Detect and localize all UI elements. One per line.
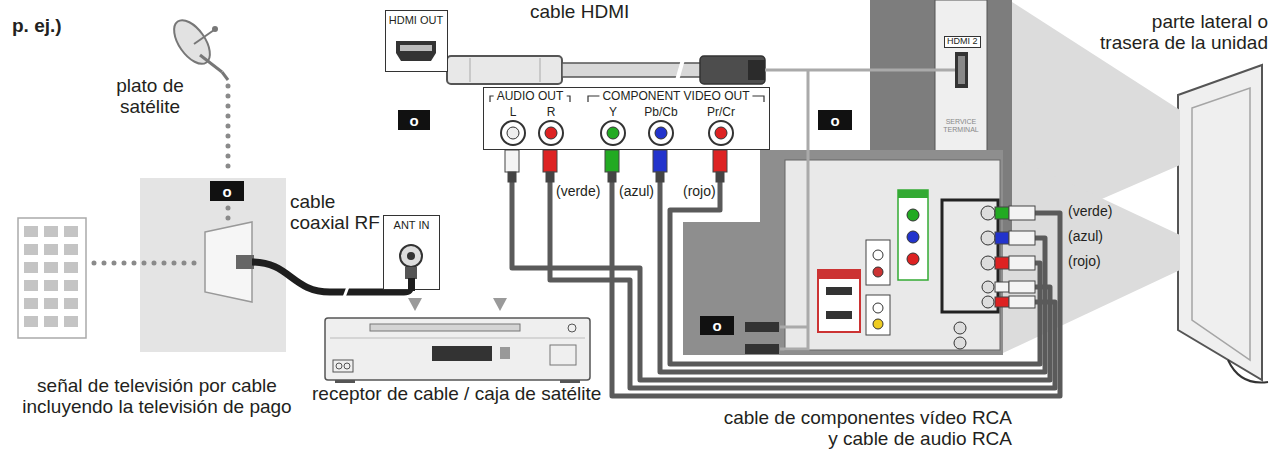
rear-panel-closeup [683, 150, 1003, 355]
node-text: Y [609, 105, 617, 119]
rca-cables [512, 182, 1060, 396]
color-label: (verde) [1068, 204, 1112, 219]
color-label: (verde) [556, 184, 600, 199]
port-label: HDMI 2 [944, 36, 981, 48]
hdmi-route-line [765, 70, 955, 349]
cable-receiver [325, 318, 590, 383]
wall-outlet [205, 222, 254, 302]
cable-label: cable coaxial RF [290, 192, 385, 234]
example-note: p. ej.) [12, 16, 62, 37]
cable-label: cable de componentes vídeo RCA y cable d… [717, 408, 1012, 450]
television [1178, 65, 1268, 383]
antenna-port: ANT IN [383, 215, 440, 290]
node-text: AUDIO OUT [494, 89, 567, 103]
port-label: SERVICE TERMINAL [939, 118, 983, 133]
rca-plug [505, 150, 727, 182]
or-badge: o [398, 110, 430, 130]
color-label: (azul) [619, 184, 654, 199]
source-label: señal de televisión por cable incluyendo… [12, 376, 302, 418]
cable-label: cable HDMI [530, 2, 629, 23]
device-label: receptor de cable / caja de satélite [312, 384, 601, 405]
node-text: R [547, 105, 556, 119]
node-text: o [409, 113, 418, 128]
or-badge: o [210, 181, 244, 201]
node-text: Pb/Cb [644, 105, 677, 119]
unit-label: parte lateral o trasera de la unidad [1093, 12, 1268, 54]
building [18, 218, 86, 338]
node-text: COMPONENT VIDEO OUT [599, 89, 752, 103]
hdmi-out-port: HDMI OUT [385, 10, 448, 72]
node-text: HDMI OUT [389, 14, 443, 26]
node-text: o [830, 113, 839, 128]
output-panel: AUDIO OUT L R COMPONENT VIDEO OUT Y Pb/Cb Pr/C… [483, 87, 770, 150]
color-label: (rojo) [683, 184, 716, 199]
node-text: L [510, 105, 517, 119]
rca-plug [995, 206, 1035, 308]
color-label: (azul) [1068, 229, 1103, 244]
arrow-marker [408, 298, 507, 311]
dish-label: plato de satélite [100, 76, 200, 118]
satellite-dish [167, 14, 228, 80]
node-text: Pr/Cr [707, 105, 735, 119]
or-badge: o [700, 316, 734, 335]
hdmi-cable [447, 56, 765, 84]
color-label: (rojo) [1068, 254, 1101, 269]
or-badge: o [818, 110, 852, 130]
zoom-wedge [1003, 2, 1180, 353]
node-text: ANT IN [394, 219, 430, 231]
node-text: o [712, 318, 721, 333]
node-text: o [222, 184, 231, 199]
